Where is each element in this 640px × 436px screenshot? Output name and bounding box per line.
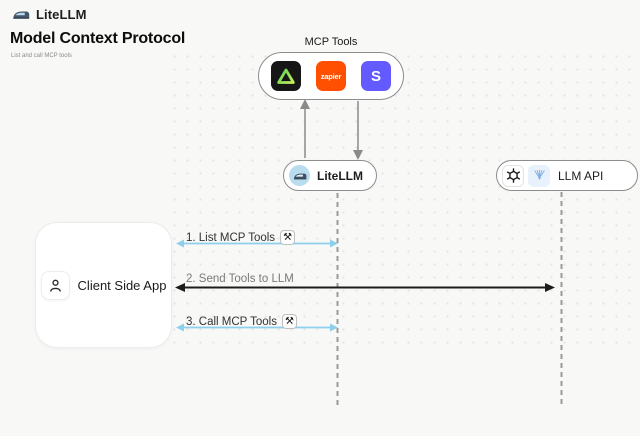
litellm-train-icon <box>293 173 306 179</box>
tools-badge-icon: ⚒ <box>281 314 297 329</box>
triangle-tool-icon <box>271 61 301 91</box>
litellm-node: LiteLLM <box>283 160 377 191</box>
page-title: Model Context Protocol <box>10 30 186 47</box>
llm-provider-icon <box>528 164 550 187</box>
litellm-train-icon <box>13 11 30 19</box>
person-icon <box>40 270 70 300</box>
litellm-node-icon <box>289 165 310 186</box>
openai-icon <box>502 164 524 187</box>
client-node-label: Client Side App <box>77 277 167 293</box>
brand-label: LiteLLM <box>36 7 87 22</box>
message-1-label: 1. List MCP Tools ⚒ <box>186 230 296 245</box>
stripe-icon: S <box>361 61 391 91</box>
zapier-wordmark: zapier <box>320 71 342 81</box>
dot-grid-background <box>164 46 640 349</box>
openai-glyph <box>506 168 520 183</box>
tools-badge-icon: ⚒ <box>280 230 296 245</box>
user-glyph <box>49 279 61 292</box>
zapier-icon: zapier <box>316 61 346 91</box>
message-2-label: 2. Send Tools to LLM <box>186 273 294 285</box>
brand-logo: LiteLLM <box>12 7 87 22</box>
client-side-app-node: Client Side App <box>35 222 172 348</box>
page-subtitle: List and call MCP tools <box>11 53 72 59</box>
message-1-text: 1. List MCP Tools <box>186 231 276 244</box>
litellm-node-label: LiteLLM <box>317 168 363 183</box>
llm-api-node-label: LLM API <box>558 168 604 183</box>
message-3-label: 3. Call MCP Tools ⚒ <box>186 314 297 329</box>
green-triangle-glyph <box>277 68 295 84</box>
message-3-text: 3. Call MCP Tools <box>186 315 277 328</box>
mcp-tools-node: zapier S <box>258 52 404 100</box>
mcp-tools-label: MCP Tools <box>304 36 358 48</box>
blue-wing-glyph <box>533 169 545 180</box>
stripe-letter: S <box>370 67 381 85</box>
message-2-text: 2. Send Tools to LLM <box>186 273 294 285</box>
llm-api-node: LLM API <box>496 160 638 191</box>
